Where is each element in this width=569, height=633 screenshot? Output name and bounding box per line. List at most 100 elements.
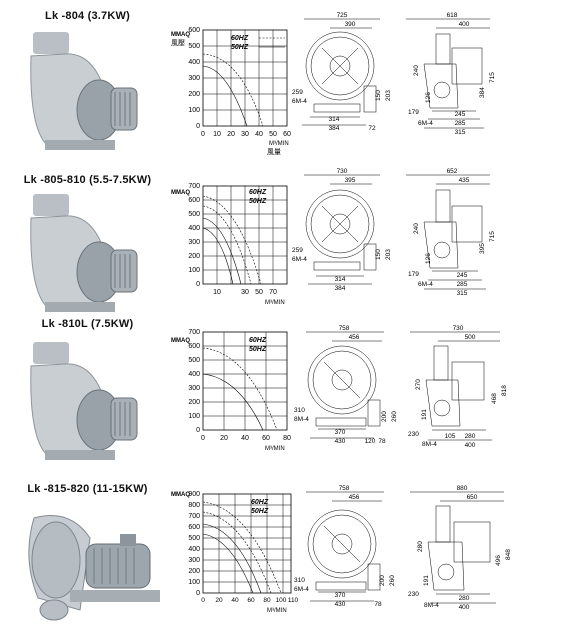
y-axis-label: MMAQ: [171, 338, 190, 344]
model-title: Lk -815-820 (11-15KW): [27, 483, 148, 495]
svg-text:384: 384: [479, 87, 486, 98]
svg-text:315: 315: [455, 129, 466, 136]
svg-text:400: 400: [459, 21, 470, 28]
x-axis-unit: M³/MIN: [265, 446, 285, 452]
x-tick: 60: [262, 435, 270, 442]
y-axis-label-cn: 風壓: [171, 39, 185, 47]
svg-text:245: 245: [457, 272, 468, 279]
y-tick: 400: [188, 546, 200, 553]
y-tick: 100: [188, 107, 200, 114]
front-dimension-drawing: 758 456 310 6M-4 200 260 370 78 430: [294, 485, 396, 608]
x-tick: 70: [269, 289, 277, 296]
x-tick: 100: [276, 597, 287, 604]
y-tick: 500: [188, 211, 200, 218]
svg-text:758: 758: [339, 325, 350, 332]
performance-chart: MMAQ 700 600 500 400 300 200 100 0 0 20 …: [171, 329, 291, 452]
svg-text:240: 240: [413, 65, 420, 76]
x-tick: 30: [241, 289, 249, 296]
svg-text:150: 150: [375, 90, 382, 101]
model-row-lk-805-810: Lk -805-810 (5.5-7.5KW) MMAQ 700 600 500…: [0, 160, 569, 318]
legend-60hz: 60HZ: [251, 499, 269, 506]
svg-text:618: 618: [447, 12, 458, 19]
y-tick: 600: [188, 343, 200, 350]
svg-text:6M-4: 6M-4: [292, 256, 307, 263]
svg-text:848: 848: [505, 549, 512, 560]
svg-text:179: 179: [408, 271, 419, 278]
grid: [202, 493, 292, 594]
legend-60hz: 60HZ: [249, 189, 267, 196]
y-tick: 500: [188, 535, 200, 542]
y-axis-label: MMAQ: [171, 190, 190, 196]
x-tick: 50: [269, 131, 277, 138]
y-tick: 100: [188, 267, 200, 274]
grid: [202, 29, 288, 127]
x-tick: 20: [215, 597, 223, 604]
svg-text:78: 78: [378, 438, 386, 445]
x-axis-unit: M³/MIN: [265, 300, 285, 306]
y-tick: 700: [188, 513, 200, 520]
y-tick: 200: [188, 91, 200, 98]
svg-text:259: 259: [292, 247, 303, 254]
front-dimension-drawing: 730 395 259 6M-4 150 203 314 384: [292, 168, 392, 292]
y-tick: 500: [188, 357, 200, 364]
svg-text:191: 191: [421, 409, 428, 420]
svg-text:179: 179: [408, 109, 419, 116]
blower-photo: [30, 342, 138, 460]
svg-text:650: 650: [467, 494, 478, 501]
y-tick: 300: [188, 239, 200, 246]
svg-text:435: 435: [459, 177, 470, 184]
y-tick: 700: [188, 329, 200, 336]
svg-text:730: 730: [337, 168, 348, 175]
legend-50hz: 50HZ: [249, 346, 267, 353]
side-dimension-drawing: 880 650 280 496 848 191 230 8M-4 280 400: [408, 485, 512, 611]
x-tick: 10: [213, 289, 221, 296]
y-tick: 700: [188, 183, 200, 190]
svg-text:400: 400: [459, 604, 470, 611]
svg-text:314: 314: [335, 276, 346, 283]
svg-text:652: 652: [447, 168, 458, 175]
svg-text:280: 280: [417, 541, 424, 552]
model-row-lk-810l: Lk -810L (7.5KW) MMAQ 700 600 500 400 30…: [0, 318, 569, 478]
x-tick: 40: [231, 597, 239, 604]
svg-text:240: 240: [413, 223, 420, 234]
svg-text:730: 730: [453, 325, 464, 332]
legend-50hz: 50HZ: [231, 44, 249, 51]
model-row-lk-815-820: Lk -815-820 (11-15KW) MMAQ 900 800 700 6…: [0, 478, 569, 633]
front-dimension-drawing: 725 390 259 6M-4 150 203 314 384 72: [292, 12, 392, 132]
svg-text:72: 72: [368, 125, 376, 132]
legend-50hz: 50HZ: [251, 508, 269, 515]
y-tick: 600: [188, 197, 200, 204]
x-axis-label-cn: 風量: [267, 148, 281, 156]
x-tick: 20: [220, 435, 228, 442]
svg-text:260: 260: [391, 411, 398, 422]
svg-text:191: 191: [423, 575, 430, 586]
x-tick: 60: [247, 597, 255, 604]
x-tick: 80: [263, 597, 271, 604]
y-tick: 0: [196, 281, 200, 288]
y-tick: 300: [188, 385, 200, 392]
svg-text:245: 245: [455, 111, 466, 118]
svg-text:390: 390: [345, 21, 356, 28]
svg-text:395: 395: [345, 177, 356, 184]
blower-photo: [30, 194, 138, 312]
x-tick: 50: [255, 289, 263, 296]
model-title: Lk -810L (7.5KW): [41, 318, 134, 330]
grid: [202, 185, 288, 285]
x-tick: 40: [241, 435, 249, 442]
x-tick: 40: [255, 131, 263, 138]
legend-60hz: 60HZ: [231, 35, 249, 42]
svg-text:758: 758: [339, 485, 350, 492]
y-tick: 500: [188, 43, 200, 50]
svg-text:384: 384: [335, 285, 346, 292]
svg-text:120: 120: [365, 438, 376, 445]
svg-text:395: 395: [479, 243, 486, 254]
x-tick: 30: [241, 131, 249, 138]
svg-text:370: 370: [335, 429, 346, 436]
svg-text:105: 105: [445, 433, 456, 440]
x-tick: 20: [227, 131, 235, 138]
svg-text:203: 203: [385, 90, 392, 101]
y-tick: 0: [196, 123, 200, 130]
svg-text:78: 78: [374, 601, 382, 608]
svg-text:715: 715: [489, 72, 496, 83]
front-dimension-drawing: 758 456 310 8M-4 200 260 370 120 78 430: [294, 325, 398, 445]
